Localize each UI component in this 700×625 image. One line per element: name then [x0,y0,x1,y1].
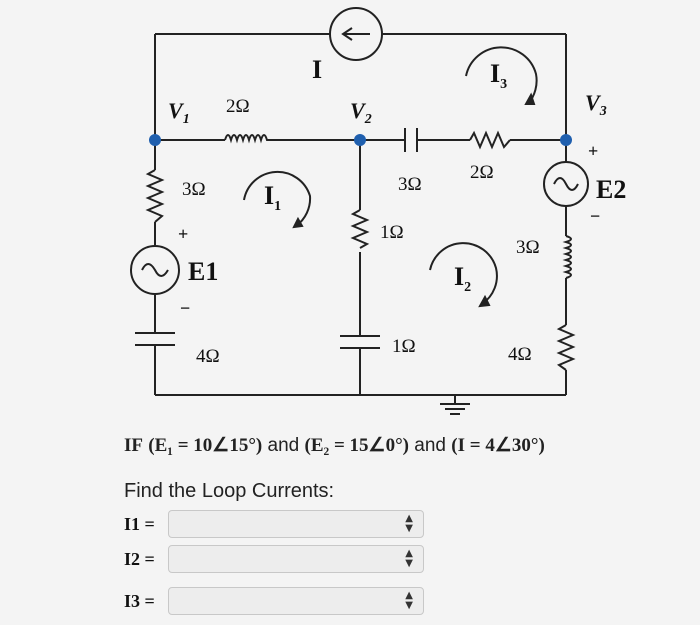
answer-label-i2: I2 = [124,549,155,569]
answer-select-i2[interactable]: ▲▼ [168,545,424,573]
answer-row-i2: I2 = ▲▼ [124,545,434,575]
and-connector-1: and [267,435,300,456]
loop-i3-label: I3 [490,59,507,92]
node-v2-label: V2 [350,98,372,127]
source-e2-label: E2 [596,175,626,204]
current-source-label: I [312,55,322,84]
node-v1-label: V1 [168,98,190,127]
source-e2-minus: − [590,206,600,226]
e2-expression: (E₂ = 15∠0°) [304,435,410,456]
circuit-diagram: I V1 V2 V3 2Ω 3Ω 3Ω 2Ω 1Ω 3Ω 4Ω 1Ω 4Ω E1… [130,7,626,415]
node-v3-dot [560,134,572,146]
answer-row-i1: I1 = ▲▼ [124,510,434,540]
answer-label-i3: I3 = [124,591,155,611]
select-arrows-icon: ▲▼ [405,513,413,534]
node-v3-label: V3 [585,90,607,119]
loop-i2-label: I2 [454,262,471,295]
node-v1-dot [149,134,161,146]
resistor-2ohm-top-right-label: 2Ω [470,162,494,183]
source-e1-plus: + [178,224,188,244]
source-e1-label: E1 [188,257,218,286]
answer-label-i1: I1 = [124,514,155,534]
source-e2-plus: + [588,141,598,161]
resistor-1ohm-mid-label: 1Ω [380,222,404,243]
and-connector-2: and [414,435,446,456]
source-e1-minus: − [180,298,190,318]
e1-expression: (E₁ = 10∠15°) [148,435,263,456]
problem-statement: IF (E₁ = 10∠15°) and (E₂ = 15∠0°) and (I… [124,434,545,457]
select-arrows-icon: ▲▼ [405,590,413,611]
resistor-1ohm-bottom-mid-label: 1Ω [392,336,416,357]
loop-i1-label: I1 [264,181,281,214]
resistor-4ohm-bottom-right-label: 4Ω [508,344,532,365]
resistor-3ohm-left-label: 3Ω [182,179,206,200]
node-v2-dot [354,134,366,146]
resistor-4ohm-bottom-left-label: 4Ω [196,346,220,367]
resistor-3ohm-mid-label: 3Ω [398,174,422,195]
answer-select-i3[interactable]: ▲▼ [168,587,424,615]
answer-row-i3: I3 = ▲▼ [124,587,434,617]
resistor-2ohm-top-left-label: 2Ω [226,96,250,117]
question-prompt: Find the Loop Currents: [124,480,335,502]
resistor-3ohm-right-label: 3Ω [516,237,540,258]
if-keyword: IF [124,435,143,456]
i-expression: (I = 4∠30°) [451,435,545,456]
answer-select-i1[interactable]: ▲▼ [168,510,424,538]
select-arrows-icon: ▲▼ [405,548,413,569]
